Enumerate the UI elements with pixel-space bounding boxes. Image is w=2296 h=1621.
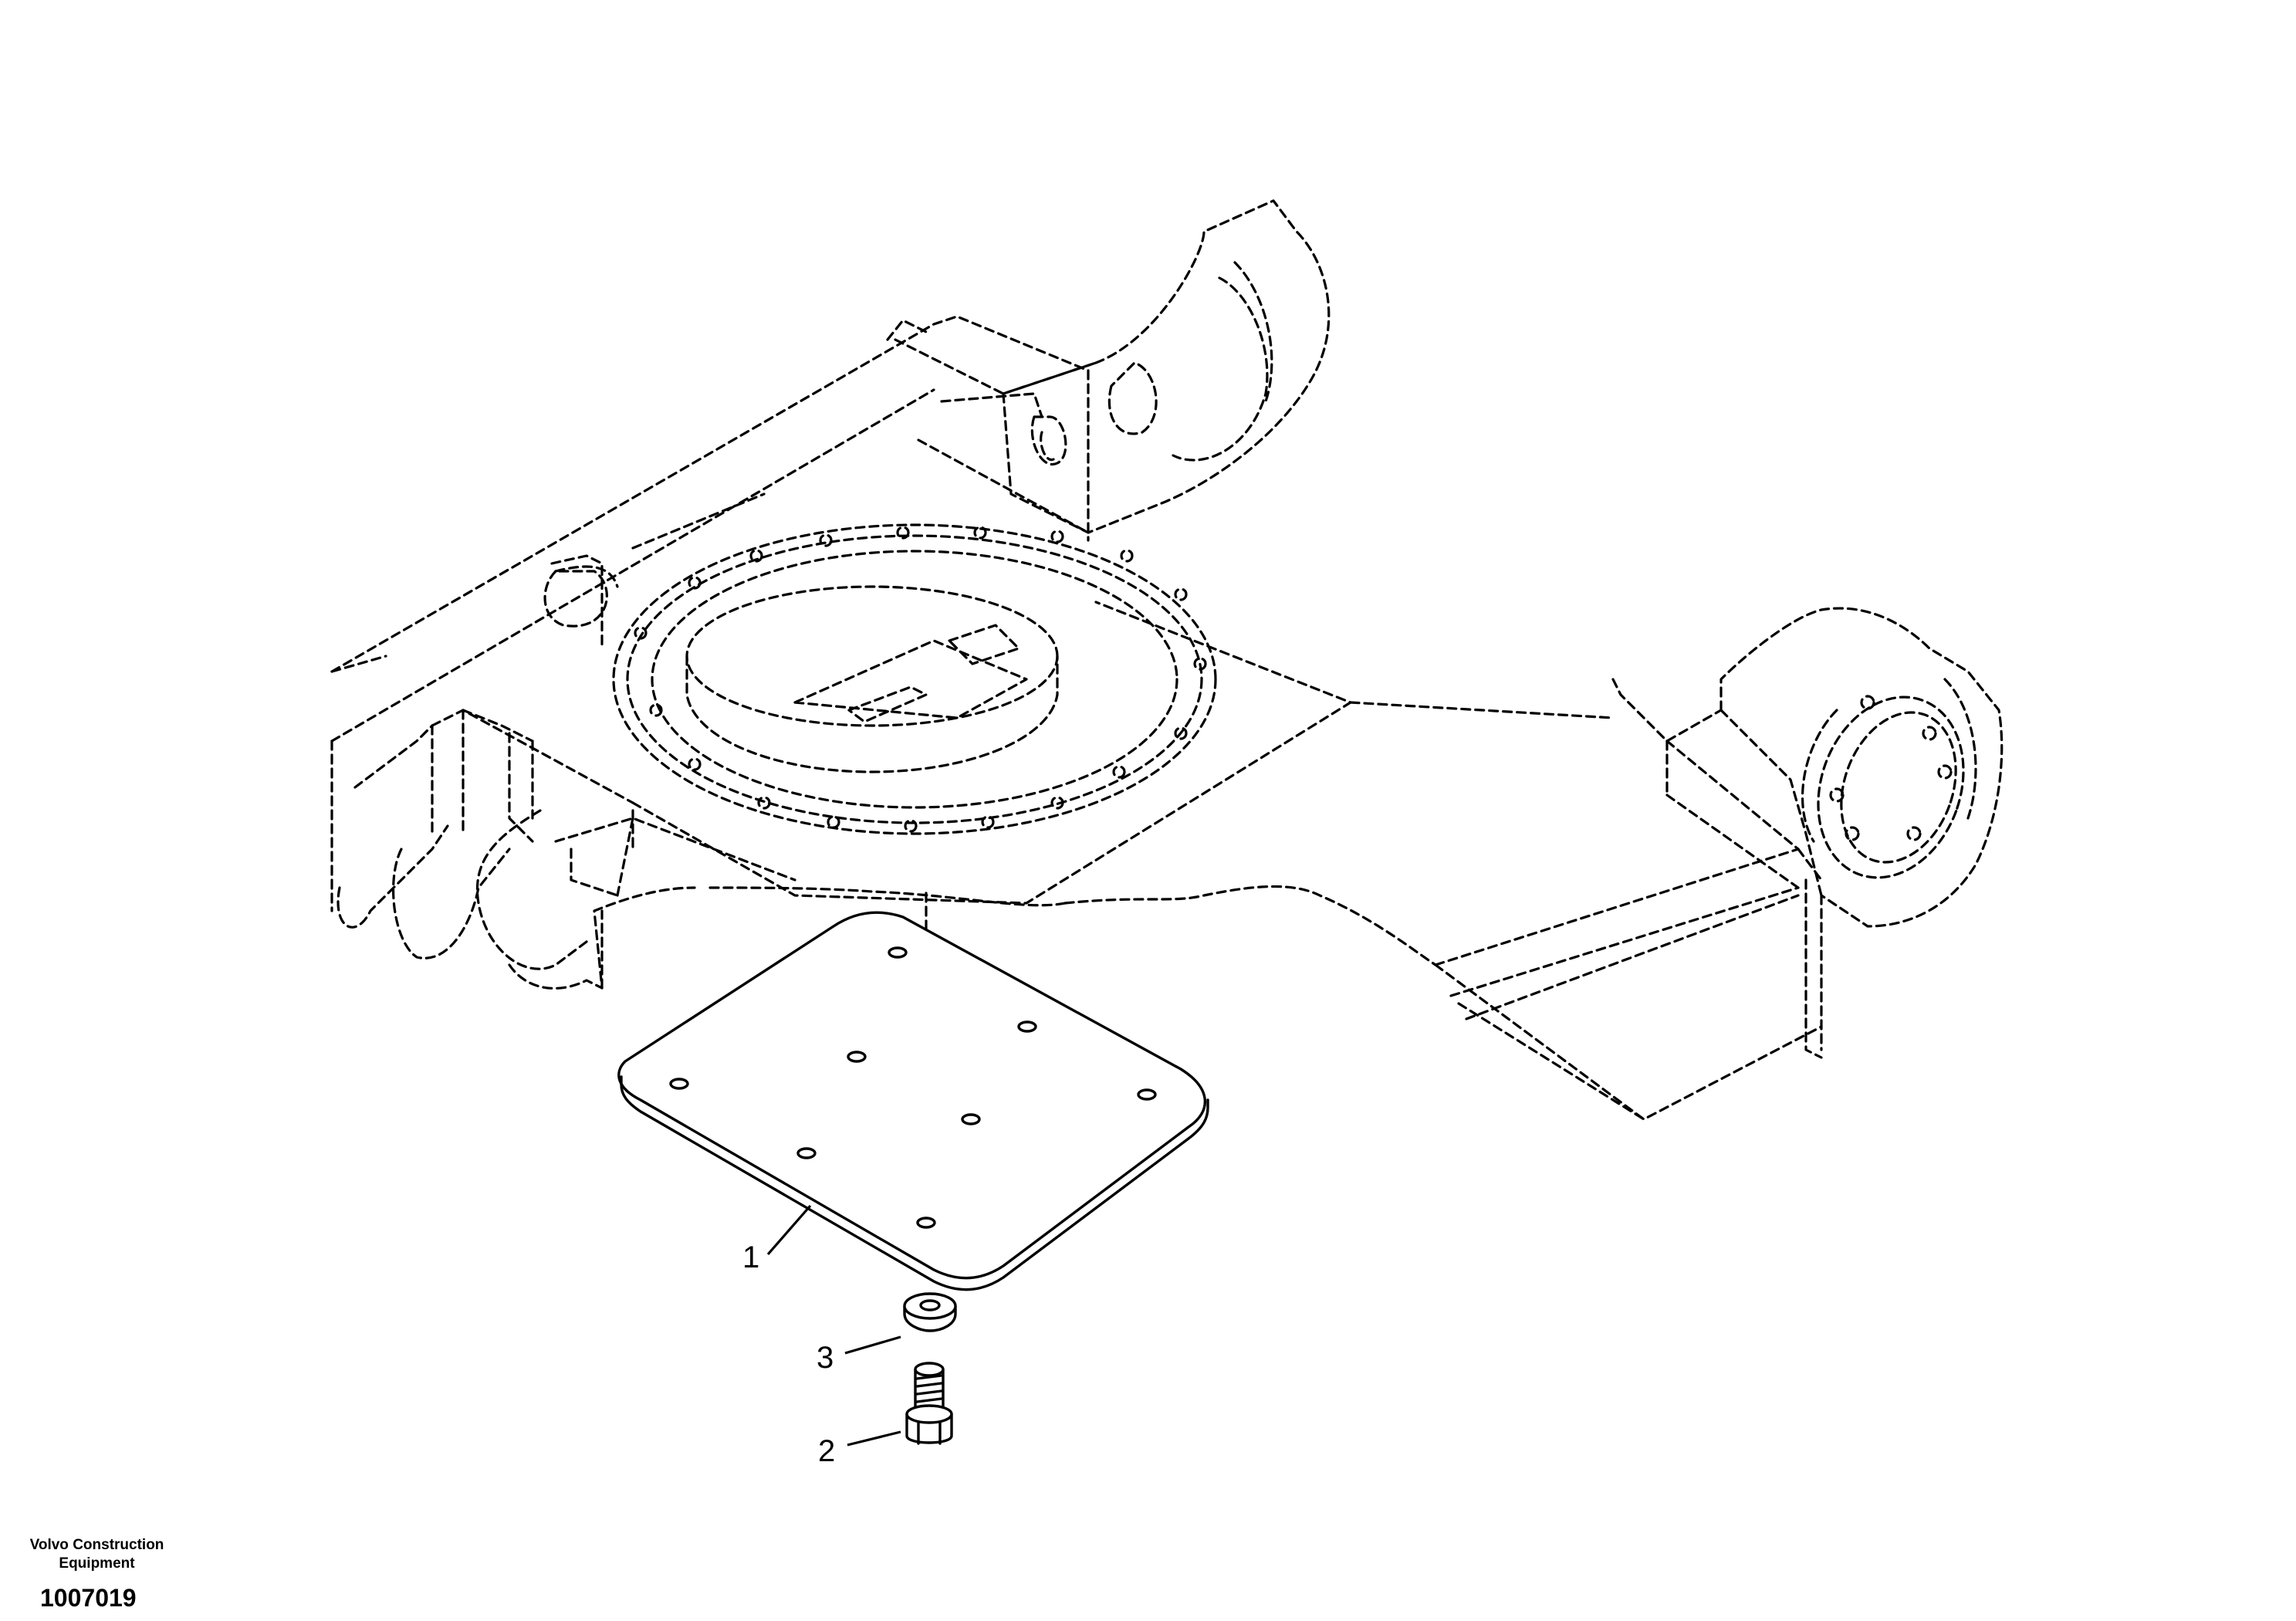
plate-hole [796,1147,817,1159]
company-name: Volvo Construction Equipment [29,1537,164,1572]
undercarriage-frame-outline [330,199,2004,1121]
plate-hole [847,1051,867,1063]
callout-1-label: 1 [742,1240,759,1274]
washer [903,1292,957,1332]
callout-3-label: 3 [817,1341,834,1375]
plate-hole [916,1217,936,1229]
cover-plate [617,911,1209,1291]
plate-hole [961,1113,981,1125]
drawing-number: 1007019 [40,1584,137,1612]
callout-leaders [766,1204,901,1447]
footer: Volvo Construction Equipment [14,1536,180,1573]
plate-hole [669,1078,689,1090]
callout-2-label: 2 [818,1434,835,1468]
swing-bearing-ring [612,523,1217,835]
plate-hole [1017,1020,1037,1033]
plate-hole [1137,1088,1157,1101]
bolt [905,1362,953,1445]
plate-hole [888,946,908,959]
bearing-bolt-holes [634,526,1207,833]
